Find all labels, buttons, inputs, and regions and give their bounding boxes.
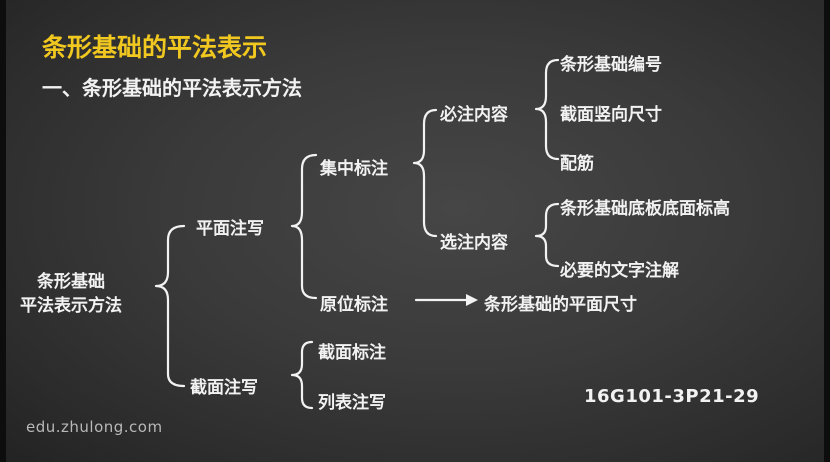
section-brace — [290, 340, 314, 410]
required-brace — [534, 58, 560, 161]
required-item: 截面竖向尺寸 — [560, 105, 662, 125]
root-node: 条形基础 平法表示方法 — [20, 270, 122, 318]
root-line-2: 平法表示方法 — [20, 296, 122, 316]
concentrated-brace — [412, 108, 438, 238]
optional-item: 必要的文字注解 — [560, 261, 679, 281]
root-brace — [154, 224, 186, 388]
root-line-1: 条形基础 — [37, 272, 105, 292]
plan-brace — [290, 153, 318, 300]
node-required: 必注内容 — [440, 105, 508, 125]
node-section-notation: 截面注写 — [190, 378, 258, 398]
optional-item: 条形基础底板底面标高 — [560, 199, 730, 219]
mind-map-braces — [154, 58, 560, 410]
arrow-head — [466, 294, 478, 306]
node-in-situ: 原位标注 — [320, 295, 388, 315]
standard-reference: 16G101-3P21-29 — [584, 386, 760, 407]
optional-brace — [534, 202, 560, 268]
section-item: 列表注写 — [318, 393, 386, 413]
section-item: 截面标注 — [318, 343, 386, 363]
required-item: 条形基础编号 — [560, 55, 662, 75]
section-heading: 一、条形基础的平法表示方法 — [42, 76, 302, 100]
node-plan-notation: 平面注写 — [196, 219, 264, 239]
required-item: 配筋 — [560, 154, 594, 174]
slide: 条形基础的平法表示 一、条形基础的平法表示方法 条形基础 平法表示方法 平面注写… — [6, 0, 824, 462]
slide-title: 条形基础的平法表示 — [42, 33, 268, 62]
node-concentrated: 集中标注 — [320, 159, 388, 179]
in-situ-result: 条形基础的平面尺寸 — [484, 295, 637, 315]
node-optional: 选注内容 — [440, 233, 508, 253]
watermark: edu.zhulong.com — [26, 418, 163, 436]
